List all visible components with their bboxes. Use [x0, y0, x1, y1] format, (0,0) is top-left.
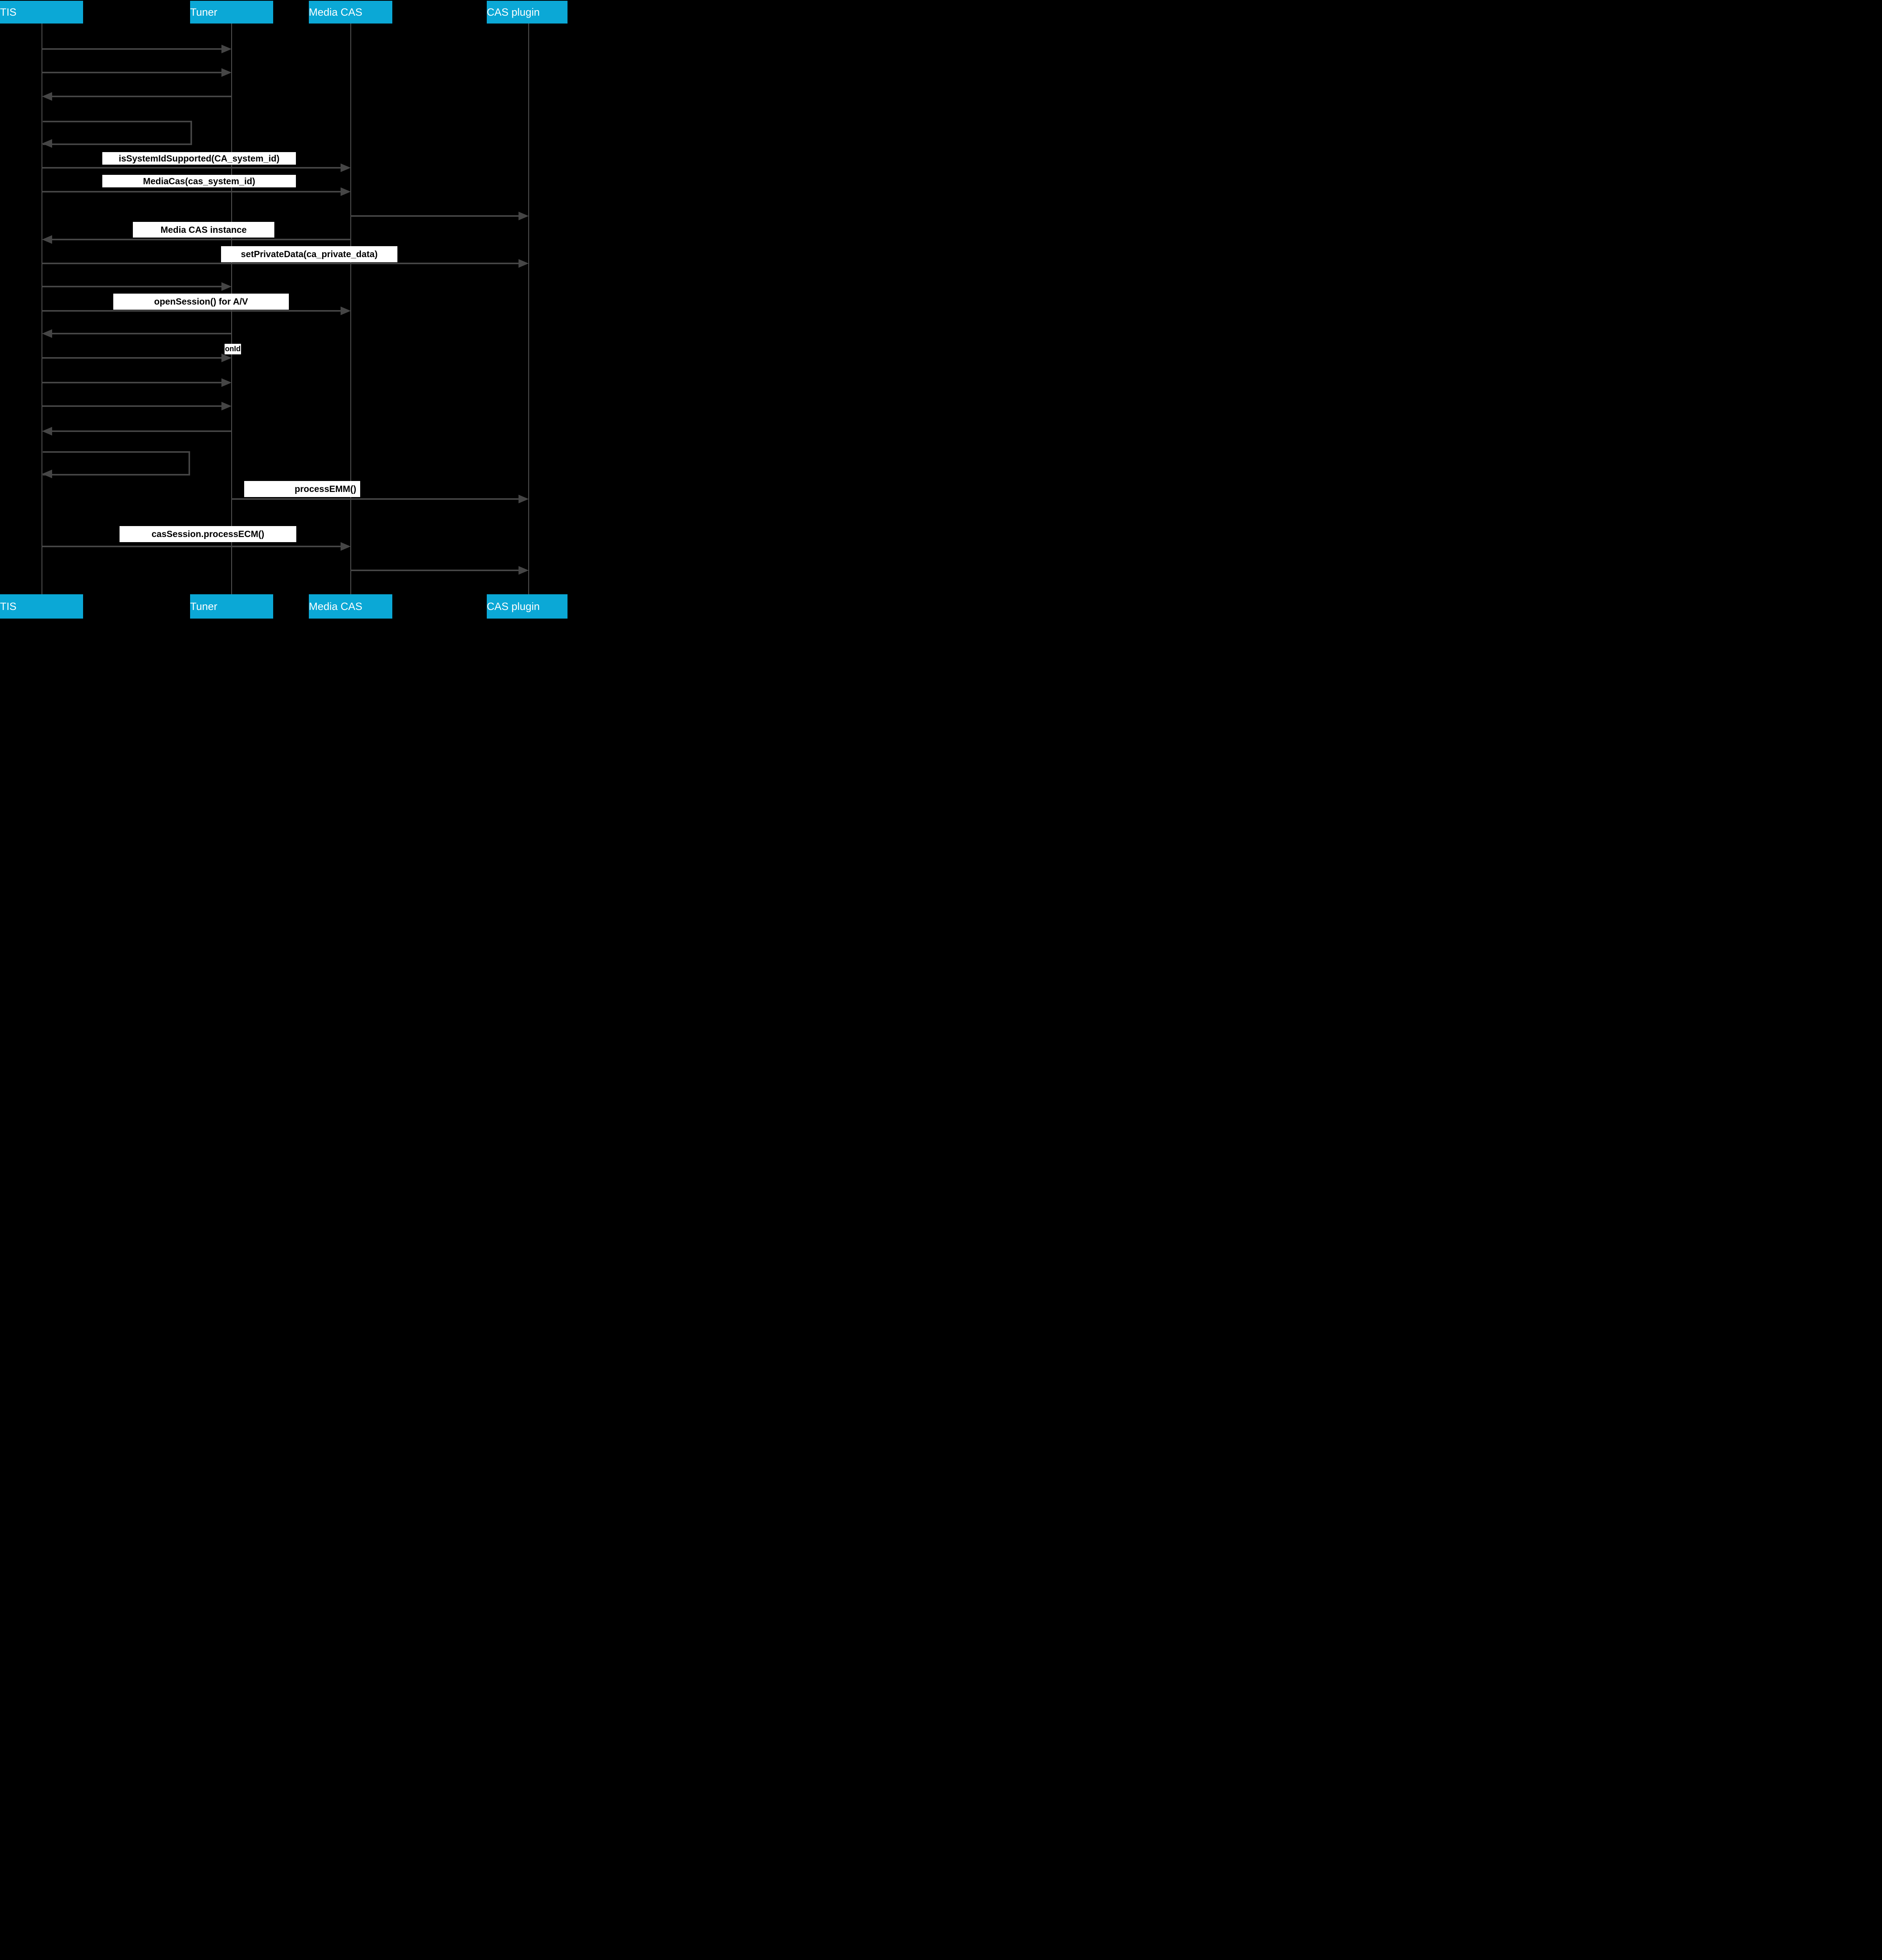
arrowhead-icon [221, 378, 232, 387]
message-arrow [42, 382, 221, 383]
participant-bottom-cas-plugin: CAS plugin [487, 594, 568, 619]
arrowhead-icon [42, 235, 52, 244]
message-arrow [42, 310, 341, 312]
participant-bottom-tis: TIS [0, 594, 83, 619]
self-message-loop [43, 121, 192, 145]
message-label: isSystemIdSupported(CA_system_id) [102, 152, 296, 165]
message-arrow [42, 263, 519, 264]
message-arrow [42, 405, 221, 407]
participant-bottom-media-cas: Media CAS [309, 594, 392, 619]
message-label: onId [225, 344, 241, 354]
message-arrow [351, 215, 519, 217]
arrowhead-icon [221, 282, 232, 291]
arrowhead-icon [341, 307, 351, 315]
arrowhead-icon [519, 495, 529, 503]
arrowhead-icon [42, 470, 52, 478]
message-label: setPrivateData(ca_private_data) [221, 246, 397, 262]
arrowhead-icon [221, 68, 232, 77]
message-arrow [42, 72, 221, 73]
message-arrow [42, 167, 341, 169]
participant-bottom-tuner: Tuner [190, 594, 273, 619]
message-arrow [232, 498, 519, 500]
message-arrow [52, 333, 232, 334]
arrowhead-icon [341, 542, 351, 551]
arrowhead-icon [519, 566, 529, 575]
lifeline-cas-plugin [528, 24, 529, 594]
arrowhead-icon [341, 163, 351, 172]
message-label: Media CAS instance [133, 222, 274, 238]
arrowhead-icon [341, 187, 351, 196]
arrowhead-icon [42, 92, 52, 101]
message-arrow [351, 570, 519, 571]
message-label: casSession.processECM() [120, 526, 296, 542]
message-arrow [52, 96, 232, 97]
message-label: MediaCas(cas_system_id) [102, 175, 296, 187]
message-arrow [42, 48, 221, 50]
message-label: processEMM() [244, 481, 360, 497]
self-message-loop [43, 451, 190, 475]
participant-top-tuner: Tuner [190, 1, 273, 24]
participant-top-media-cas: Media CAS [309, 1, 392, 24]
arrowhead-icon [221, 402, 232, 410]
lifeline-media-cas [350, 24, 351, 594]
arrowhead-icon [42, 329, 52, 338]
sequence-diagram: TIS Tuner Media CAS CAS plugin isSystemI… [0, 0, 571, 619]
arrowhead-icon [42, 139, 52, 148]
arrowhead-icon [42, 427, 52, 436]
arrowhead-icon [221, 354, 232, 362]
message-label: openSession() for A/V [113, 294, 289, 310]
message-arrow [42, 286, 221, 287]
participant-top-tis: TIS [0, 1, 83, 24]
message-arrow [42, 357, 221, 359]
arrowhead-icon [221, 45, 232, 53]
arrowhead-icon [519, 259, 529, 268]
arrowhead-icon [519, 212, 529, 220]
participant-top-cas-plugin: CAS plugin [487, 1, 568, 24]
message-arrow [52, 430, 232, 432]
message-arrow [42, 191, 341, 192]
message-arrow [52, 239, 351, 240]
message-arrow [42, 546, 341, 547]
